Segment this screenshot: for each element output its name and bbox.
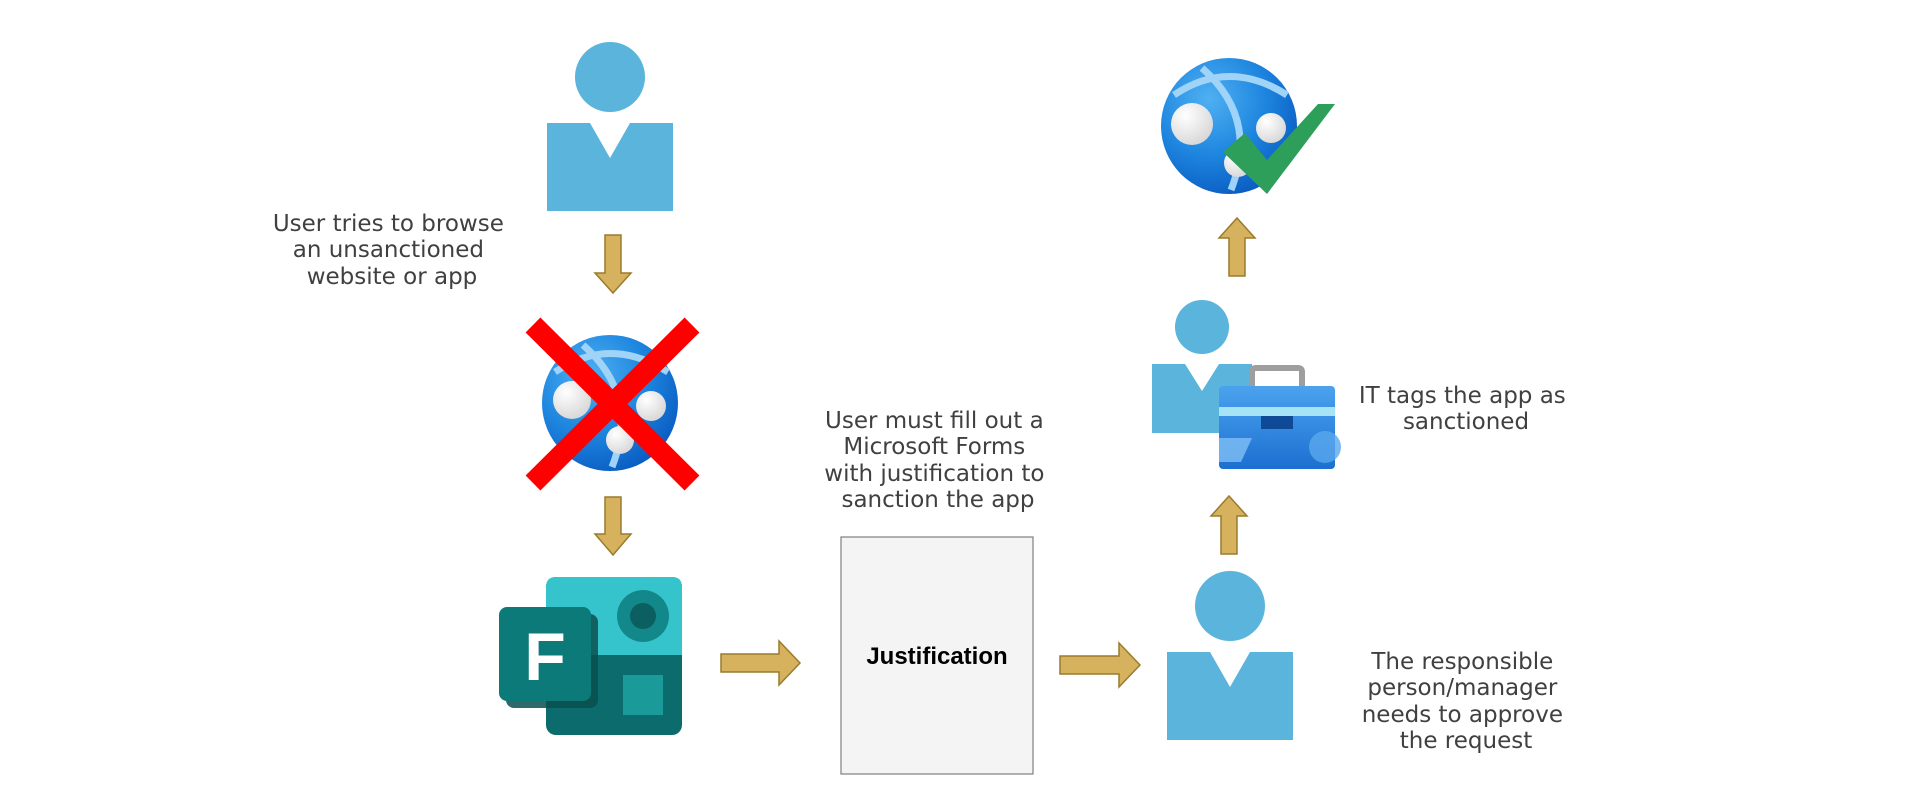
caption-it-tags: IT tags the app as sanctioned bbox=[1359, 383, 1573, 435]
arrow-up-icon bbox=[1217, 216, 1257, 277]
caption-approve: The responsible person/manager needs to … bbox=[1362, 649, 1571, 754]
caption-line: The responsible bbox=[1370, 649, 1553, 675]
justification-box: Justification bbox=[840, 536, 1034, 775]
blocked-website-icon bbox=[525, 317, 700, 491]
caption-line: the request bbox=[1400, 728, 1533, 754]
caption-line: Microsoft Forms bbox=[843, 434, 1025, 460]
caption-line: an unsanctioned bbox=[293, 237, 484, 263]
arrow-right-icon bbox=[720, 639, 802, 687]
checkmark-icon bbox=[1223, 104, 1335, 194]
caption-line: IT tags the app as bbox=[1359, 383, 1566, 409]
caption-line: User tries to browse bbox=[273, 211, 504, 237]
sanctioned-website-icon bbox=[1161, 58, 1335, 194]
caption-fill-form: User must fill out a Microsoft Forms wit… bbox=[824, 408, 1051, 513]
toolbox-icon bbox=[1219, 365, 1341, 469]
justification-label: Justification bbox=[866, 643, 1007, 670]
caption-line: person/manager bbox=[1367, 675, 1558, 701]
caption-line: sanction the app bbox=[841, 487, 1034, 513]
caption-line: needs to approve bbox=[1362, 702, 1563, 728]
it-admin-toolbox-icon bbox=[1152, 300, 1341, 469]
caption-user-browse: User tries to browse an unsanctioned web… bbox=[273, 211, 511, 290]
arrow-down-icon bbox=[593, 496, 633, 557]
arrow-up-icon bbox=[1209, 494, 1249, 555]
block-cross-icon bbox=[525, 317, 700, 491]
caption-line: with justification to bbox=[824, 461, 1044, 487]
caption-line: sanctioned bbox=[1403, 409, 1529, 435]
manager-user-icon bbox=[1167, 571, 1293, 740]
caption-line: User must fill out a bbox=[825, 408, 1044, 434]
user-icon bbox=[547, 42, 673, 211]
arrow-down-icon bbox=[593, 234, 633, 295]
caption-line: website or app bbox=[307, 264, 478, 290]
svg-text:F: F bbox=[524, 619, 566, 695]
microsoft-forms-icon: F bbox=[499, 577, 682, 735]
arrow-right-icon bbox=[1059, 641, 1142, 689]
